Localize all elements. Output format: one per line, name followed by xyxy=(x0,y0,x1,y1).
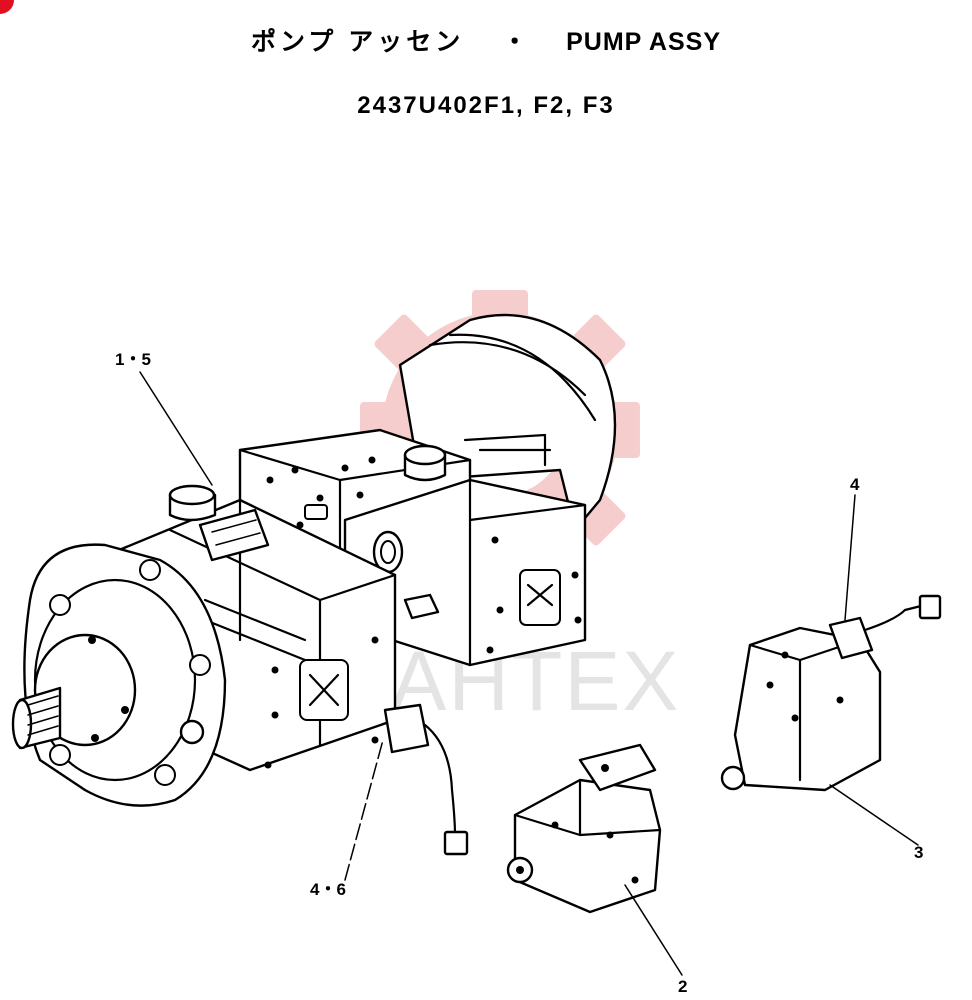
solenoid-cable xyxy=(423,723,457,837)
title-japanese: ポンプ アッセン xyxy=(251,28,465,56)
flange-bolt-hole xyxy=(189,654,211,676)
main-pump-assembly xyxy=(11,313,617,856)
port-opening xyxy=(304,504,328,520)
pipe-line xyxy=(463,433,547,467)
shaft-end xyxy=(11,698,33,750)
leader-regulator-front xyxy=(624,884,683,976)
port-detail xyxy=(526,583,554,607)
flange-bolt-hole xyxy=(154,764,176,786)
regulator-front-edge xyxy=(513,813,582,837)
pump-solenoid xyxy=(383,703,430,754)
part-number: 2437U402F1, F2, F3 xyxy=(357,92,615,119)
leader-main-pump xyxy=(139,371,213,486)
regulator-front xyxy=(506,743,662,914)
regulator-right-nut xyxy=(720,765,746,791)
rear-housing-edge xyxy=(448,333,597,422)
flange-bolt-hole xyxy=(49,744,71,766)
flange-bolt-hole xyxy=(49,594,71,616)
regulator-front-body xyxy=(513,778,662,914)
regulator-right xyxy=(720,594,942,792)
leader-regulator-right xyxy=(829,784,919,846)
callout-regulator-right-solenoid: 4 xyxy=(850,475,860,494)
name-plate xyxy=(198,508,270,562)
leader-main-solenoid xyxy=(344,739,384,881)
leader-lines xyxy=(139,371,919,976)
rear-body-edge xyxy=(468,503,587,522)
side-plug xyxy=(403,593,440,620)
regulator-right-cable xyxy=(863,603,927,632)
tie-rod xyxy=(203,598,307,662)
rear-port xyxy=(519,569,561,626)
flange-bolt-hole xyxy=(139,559,161,581)
callout-main-solenoid: 4・6 xyxy=(310,880,346,899)
cable-connector xyxy=(443,830,469,856)
regulator-right-connector xyxy=(918,594,942,620)
shaft-splines xyxy=(27,695,59,736)
regulator-right-body xyxy=(733,626,882,792)
callout-main-pump: 1・5 xyxy=(115,350,151,369)
callout-regulator-front: 2 xyxy=(678,977,687,996)
page-title: ポンプ アッセン ・ PUMP ASSY xyxy=(0,22,972,58)
regulator-right-solenoid xyxy=(828,616,874,660)
rear-housing-edge xyxy=(428,341,587,397)
callout-regulator-right: 3 xyxy=(914,843,923,862)
port-detail xyxy=(308,673,340,707)
top-plug-cap xyxy=(403,444,447,466)
leader-regulator-right-solenoid xyxy=(844,494,856,621)
regulator-front-top xyxy=(578,743,657,792)
flange-nut xyxy=(179,719,205,745)
title-separator: ・ xyxy=(502,28,529,56)
title-english: PUMP ASSY xyxy=(566,28,721,56)
